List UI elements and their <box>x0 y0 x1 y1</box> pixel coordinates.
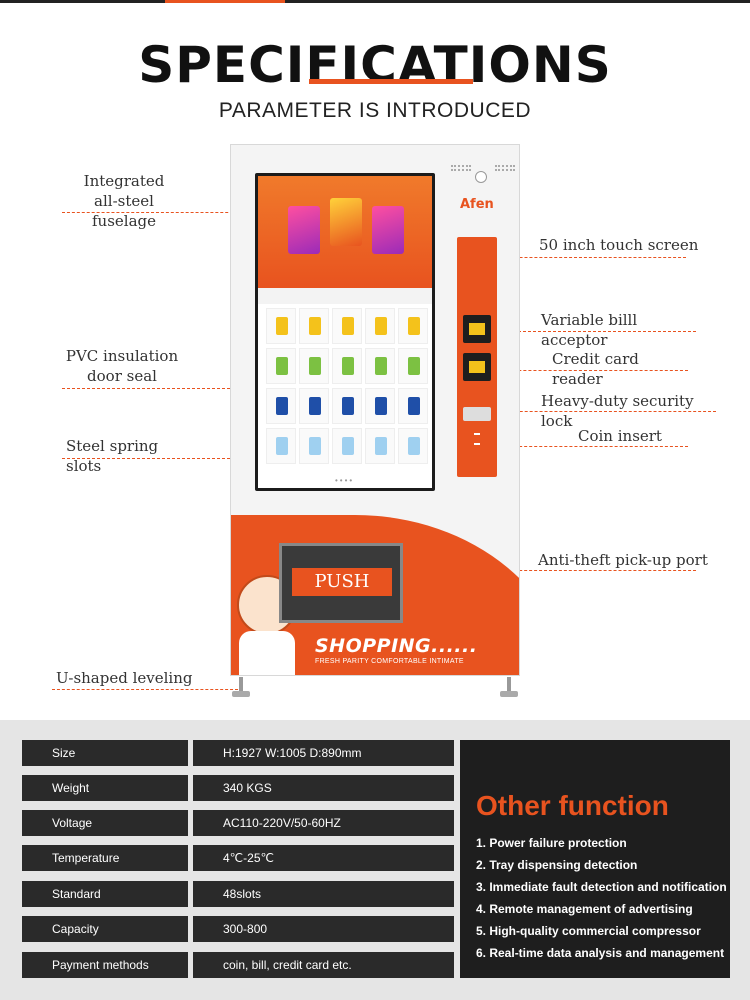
list-item: 5. High-quality commercial compressor <box>476 924 701 938</box>
leader-line <box>470 257 686 258</box>
bill-acceptor <box>463 315 491 343</box>
label-steel-fuselage: Integrated all-steel fuselage <box>83 172 165 230</box>
spec-value: 4℃-25℃ <box>193 845 454 871</box>
spec-value: 48slots <box>193 881 454 907</box>
screen-toolbar <box>258 288 432 304</box>
speaker-grille <box>495 165 515 171</box>
label-pickup-port: Anti-theft pick-up port <box>538 551 708 569</box>
machine-base: PUSH SHOPPING...... FRESH PARITY COMFORT… <box>231 515 519 675</box>
label-security-lock: Heavy-duty security lock <box>541 392 694 430</box>
spec-value: 300-800 <box>193 916 454 942</box>
list-item: 3. Immediate fault detection and notific… <box>476 880 727 894</box>
leader-line <box>400 570 696 571</box>
spec-key: Voltage <box>22 810 188 836</box>
camera-icon <box>475 171 487 183</box>
leader-line <box>62 388 230 389</box>
push-label: PUSH <box>292 568 392 596</box>
label-leveling: U-shaped leveling <box>56 669 193 687</box>
pickup-port: PUSH <box>279 543 403 623</box>
list-item: 4. Remote management of advertising <box>476 902 693 916</box>
spec-value: 340 KGS <box>193 775 454 801</box>
label-bill-acceptor: Variable billl acceptor <box>541 311 638 349</box>
spec-key: Payment methods <box>22 952 188 978</box>
leader-line <box>62 212 248 213</box>
spec-key: Weight <box>22 775 188 801</box>
label-pvc-seal: PVC insulation door seal <box>65 347 179 385</box>
spec-row: Payment methods coin, bill, credit card … <box>22 952 454 978</box>
list-item: 1. Power failure protection <box>476 836 627 850</box>
leader-line <box>52 689 238 690</box>
mascot-apron <box>239 631 295 675</box>
spec-key: Size <box>22 740 188 766</box>
speaker-grille <box>451 165 471 171</box>
spec-key: Temperature <box>22 845 188 871</box>
card-reader <box>463 353 491 381</box>
other-function-panel: Other function 1. Power failure protecti… <box>460 740 730 978</box>
shopping-label: SHOPPING...... <box>315 635 478 657</box>
specs-section: Size H:1927 W:1005 D:890mm Weight 340 KG… <box>0 720 750 1000</box>
screen-ad <box>258 176 432 288</box>
spec-row: Standard 48slots <box>22 881 454 907</box>
leader-line <box>488 370 688 371</box>
title-underline <box>309 79 473 84</box>
label-touch-screen: 50 inch touch screen <box>539 236 699 254</box>
spec-row: Capacity 300-800 <box>22 916 454 942</box>
spec-value: H:1927 W:1005 D:890mm <box>193 740 454 766</box>
top-bar-accent <box>165 0 285 3</box>
list-item: 2. Tray dispensing detection <box>476 858 638 872</box>
coin-slot <box>474 433 480 435</box>
tagline: FRESH PARITY COMFORTABLE INTIMATE <box>315 658 464 665</box>
list-item: 6. Real-time data analysis and managemen… <box>476 946 725 960</box>
leader-line <box>62 458 290 459</box>
spec-key: Capacity <box>22 916 188 942</box>
spec-row: Temperature 4℃-25℃ <box>22 845 454 871</box>
spec-value: AC110-220V/50-60HZ <box>193 810 454 836</box>
label-spring-slots: Steel spring slots <box>66 437 159 475</box>
leader-line <box>490 411 716 412</box>
payment-panel <box>457 237 497 477</box>
other-function-list: 1. Power failure protection 2. Tray disp… <box>476 832 727 964</box>
snack-bag-icon <box>372 206 404 254</box>
brand-logo: Afen <box>460 197 494 212</box>
leader-line <box>494 446 688 447</box>
vending-machine-image: Afen <box>230 144 520 676</box>
spec-row: Weight 340 KGS <box>22 775 454 801</box>
page-dots: •••• <box>335 476 355 485</box>
touch-screen: •••• <box>255 173 435 491</box>
top-bar <box>0 0 750 3</box>
leveling-foot <box>500 677 518 701</box>
snack-bag-icon <box>288 206 320 254</box>
spec-row: Size H:1927 W:1005 D:890mm <box>22 740 454 766</box>
leader-line <box>488 331 696 332</box>
product-grid <box>258 288 432 488</box>
label-coin-insert: Coin insert <box>578 427 662 445</box>
leveling-foot <box>232 677 250 701</box>
page-subtitle: PARAMETER IS INTRODUCED <box>218 99 532 122</box>
spec-row: Voltage AC110-220V/50-60HZ <box>22 810 454 836</box>
snack-bag-icon <box>330 198 362 246</box>
lock-icon <box>463 407 491 421</box>
other-function-title: Other function <box>476 790 669 821</box>
coin-slot <box>474 443 480 445</box>
spec-value: coin, bill, credit card etc. <box>193 952 454 978</box>
page-title: SPECIFICATIONS <box>138 36 612 94</box>
spec-key: Standard <box>22 881 188 907</box>
label-card-reader: Credit card reader <box>552 350 639 388</box>
